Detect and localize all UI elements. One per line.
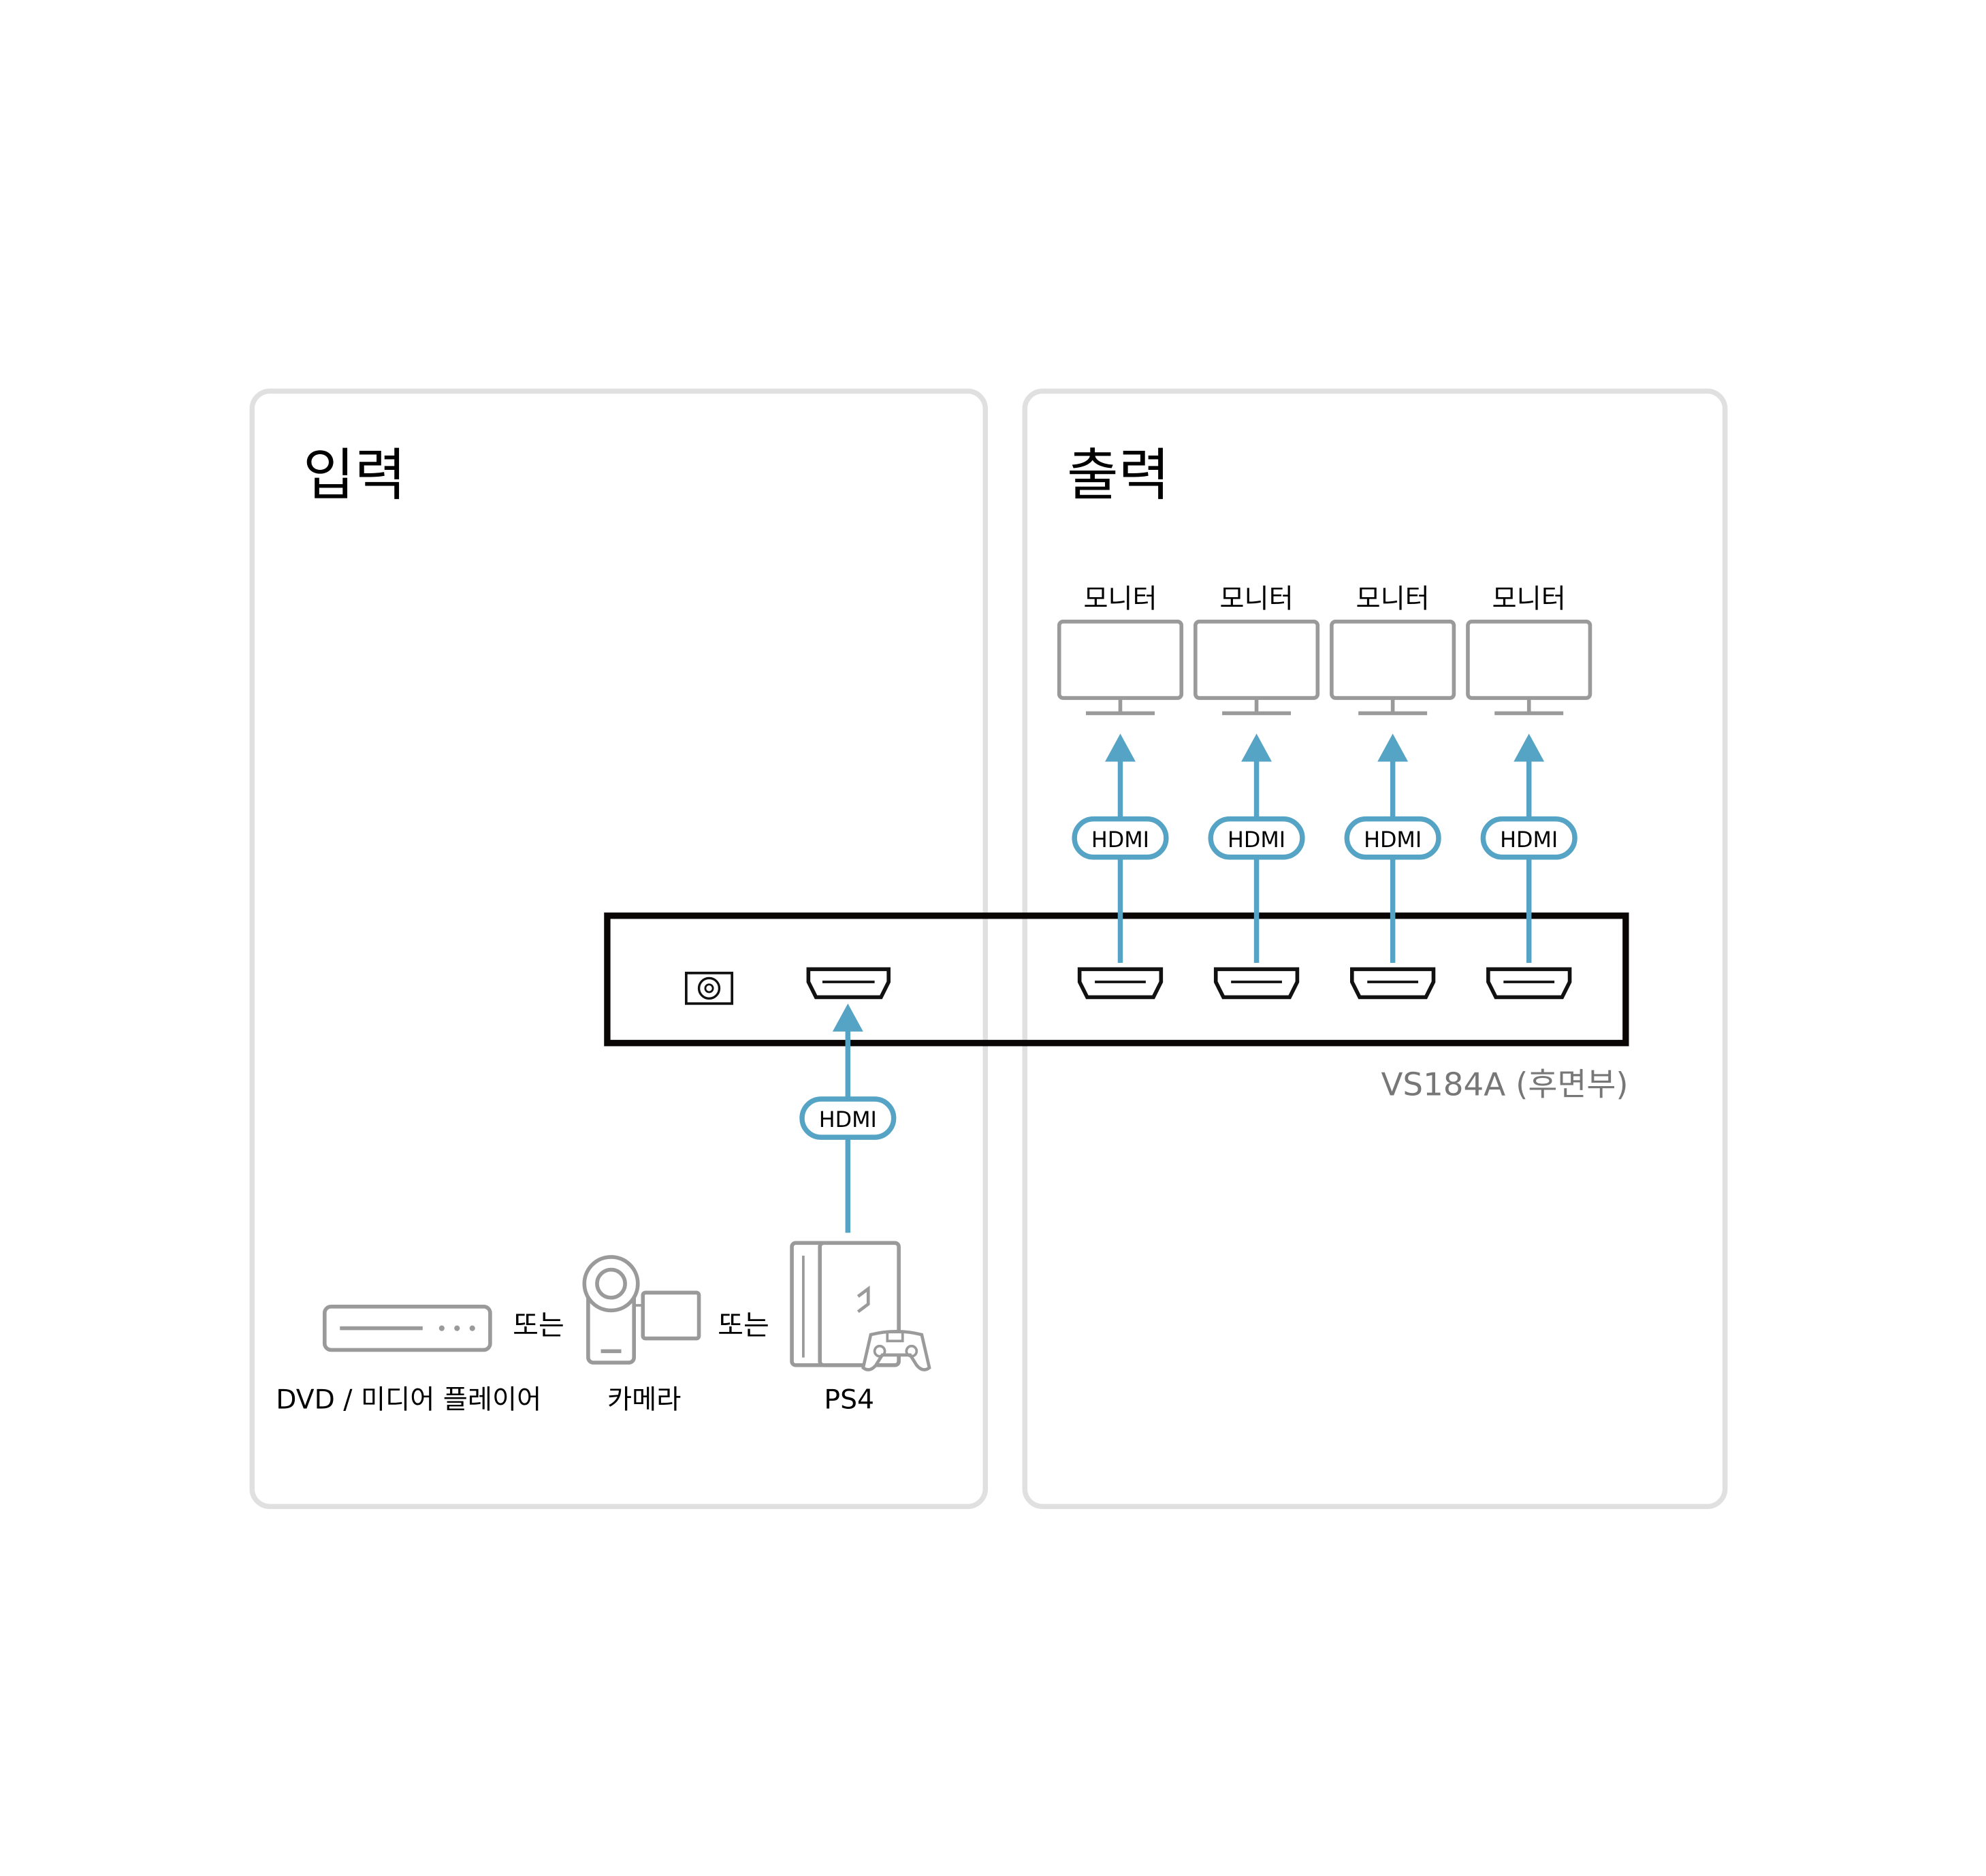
hdmi-output-port-icon: [1349, 967, 1436, 1000]
output-1: 모니터 HDMI: [1057, 584, 1184, 1000]
output-hdmi-cable: HDMI: [1072, 733, 1169, 963]
input-hdmi-label: HDMI: [819, 1108, 877, 1132]
input-hdmi-cable: HDMI: [799, 1003, 897, 1233]
source-label-dvd: DVD / 미디어 플레이어: [276, 1384, 541, 1415]
source-label-ps4: PS4: [824, 1384, 874, 1415]
monitor-icon: [1330, 620, 1456, 716]
monitor-icon: [1466, 620, 1592, 716]
arrow-up-icon: [1513, 733, 1545, 762]
hdmi-output-port-icon: [1213, 967, 1300, 1000]
vs184a-rear-panel: [604, 912, 1629, 1047]
separator-2: 또는: [718, 1309, 769, 1341]
camera-icon: [582, 1255, 701, 1365]
dvd-player-icon: [323, 1305, 492, 1352]
device-label: VS184A (후면부): [1381, 1066, 1628, 1103]
power-jack-icon: [684, 972, 734, 1005]
hdmi-label: HDMI: [1500, 828, 1558, 853]
ps4-console-icon: [790, 1241, 931, 1371]
output-3: 모니터 HDMI: [1330, 584, 1456, 1000]
hdmi-output-port-icon: [1077, 967, 1164, 1000]
source-label-camera: 카메라: [607, 1384, 681, 1415]
hdmi-label: HDMI: [1228, 828, 1285, 853]
separator-1: 또는: [513, 1309, 564, 1341]
hdmi-output-port-icon: [1486, 967, 1572, 1000]
monitor-icon: [1057, 620, 1184, 716]
hdmi-input-port-icon: [806, 967, 891, 1000]
output-hdmi-cable: HDMI: [1208, 733, 1305, 963]
output-hdmi-cable: HDMI: [1480, 733, 1577, 963]
arrow-up-icon: [1377, 733, 1409, 762]
hdmi-label: HDMI: [1091, 828, 1149, 853]
monitor-icon: [1194, 620, 1320, 716]
output-4: 모니터 HDMI: [1466, 584, 1592, 1000]
monitor-label: 모니터: [1492, 584, 1566, 614]
output-hdmi-cable: HDMI: [1344, 733, 1441, 963]
monitor-label: 모니터: [1219, 584, 1293, 614]
arrow-up-icon: [1241, 733, 1272, 762]
hdmi-label: HDMI: [1364, 828, 1422, 853]
arrow-up-icon: [1105, 733, 1136, 762]
output-2: 모니터 HDMI: [1194, 584, 1320, 1000]
input-panel-title: 입력: [303, 443, 406, 508]
monitor-label: 모니터: [1356, 584, 1429, 614]
monitor-label: 모니터: [1083, 584, 1157, 614]
output-panel: [1022, 388, 1728, 1510]
output-panel-title: 출력: [1067, 443, 1170, 508]
input-panel: [249, 388, 989, 1510]
